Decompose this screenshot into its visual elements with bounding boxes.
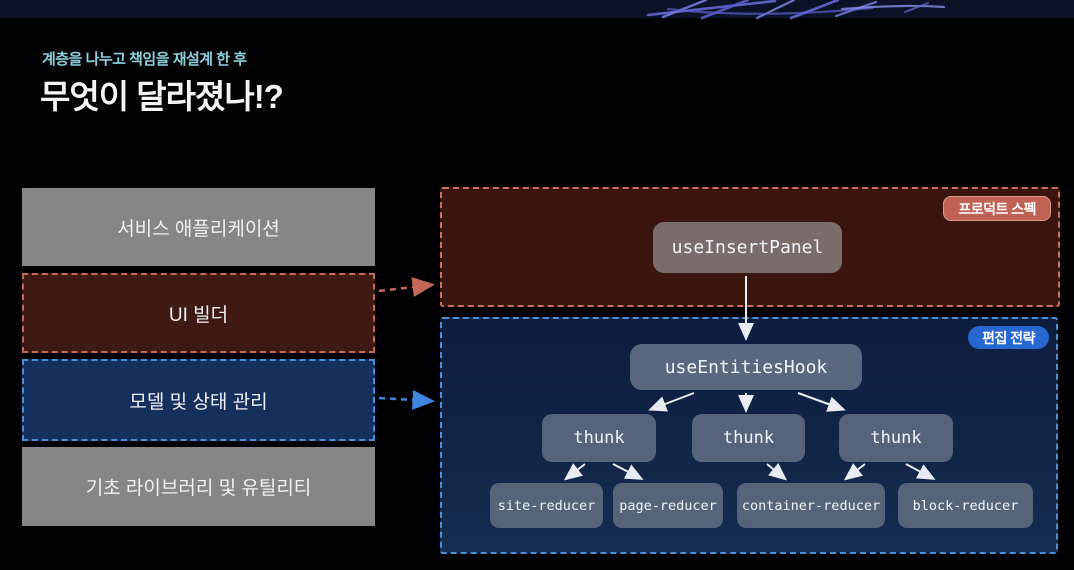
layer-label: UI 빌더 — [168, 304, 229, 326]
arrow-model-state-to-edit-strategy — [378, 389, 435, 410]
slide-title: 무엇이 달라졌나!? — [40, 78, 284, 115]
node-thunk-1: thunk — [542, 414, 656, 462]
slide-subtitle: 계층을 나누고 책임을 재설계 한 후 — [42, 51, 247, 68]
layer-base-libraries: 기초 라이브러리 및 유틸리티 — [22, 447, 375, 526]
node-site-reducer: site-reducer — [490, 483, 603, 528]
layer-service-application: 서비스 애플리케이션 — [22, 188, 375, 266]
node-use-entities-hook: useEntitiesHook — [630, 344, 862, 390]
node-page-reducer: page-reducer — [613, 483, 723, 528]
node-block-reducer: block-reducer — [898, 483, 1033, 528]
layer-label: 기초 라이브러리 및 유틸리티 — [85, 478, 312, 499]
layer-label: 서비스 애플리케이션 — [117, 218, 280, 240]
layer-model-state: 모델 및 상태 관리 — [22, 359, 375, 441]
layer-label: 모델 및 상태 관리 — [129, 391, 268, 413]
node-use-insert-panel: useInsertPanel — [653, 222, 842, 273]
edit-strategy-badge: 편집 전략 — [968, 326, 1049, 349]
arrow-ui-builder-to-product-spec — [378, 277, 435, 297]
node-thunk-2: thunk — [692, 414, 805, 462]
layer-ui-builder: UI 빌더 — [22, 273, 375, 353]
node-container-reducer: container-reducer — [737, 483, 885, 528]
node-thunk-3: thunk — [839, 414, 953, 462]
product-spec-badge: 프로덕트 스펙 — [943, 196, 1051, 221]
pen-scribble-decoration — [646, 0, 946, 20]
